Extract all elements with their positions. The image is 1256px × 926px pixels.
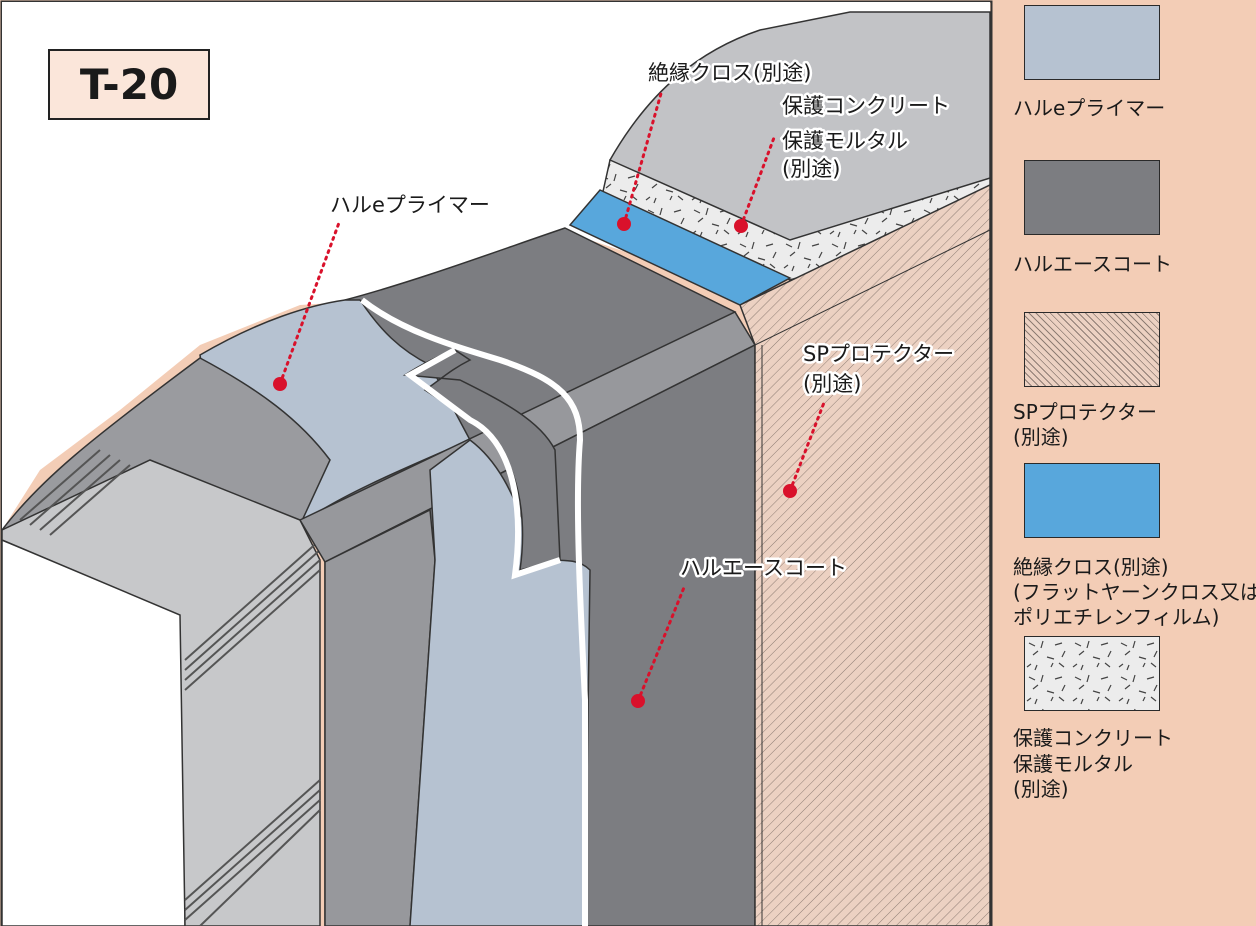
legend-label-primer: ハルeプライマー (1013, 96, 1166, 120)
legend-sub-insulation-cloth: (フラットヤーンクロス又は (1013, 580, 1256, 604)
legend-swatch-ace-coat (1024, 160, 1160, 235)
dot-ace-coat (631, 694, 645, 708)
dot-insulation-cloth (617, 217, 631, 231)
legend-swatch-concrete (1024, 636, 1160, 711)
label-insulation-cloth: 絶縁クロス(別途) (648, 61, 811, 85)
dot-sp-protector (783, 484, 797, 498)
legend-label-ace-coat: ハルエースコート (1013, 252, 1172, 276)
callout-dots (273, 217, 797, 708)
legend-sub-concrete: 保護モルタル (1013, 752, 1133, 776)
diagram-title: T-20 (48, 49, 210, 120)
label-protect-concrete: 保護コンクリート (782, 94, 950, 118)
label-protect-separate: (別途) (782, 157, 840, 181)
legend-label-concrete: 保護コンクリート (1013, 726, 1173, 750)
white-tape-line-2 (404, 347, 561, 580)
label-primer: ハルeプライマー (330, 193, 490, 217)
legend-label-insulation-cloth: 絶縁クロス(別途) (1013, 555, 1169, 579)
label-protect-mortar: 保護モルタル (782, 129, 908, 153)
label-sp-protector: SPプロテクター (803, 342, 954, 366)
legend-label-sp-protector: SPプロテクター (1013, 400, 1157, 424)
label-sp-separate: (別途) (803, 372, 861, 396)
concrete-top-surface (609, 11, 991, 246)
label-ace-coat: ハルエースコート (680, 556, 847, 580)
dot-primer (273, 377, 287, 391)
white-tape-line (360, 297, 588, 926)
legend-sub2-insulation-cloth: ポリエチレンフィルム) (1013, 605, 1220, 629)
protector-edge (754, 229, 991, 346)
legend-swatch-primer (1024, 5, 1160, 80)
dot-protect-concrete (734, 219, 748, 233)
legend-swatch-sp-protector (1024, 312, 1160, 387)
legend-sub2-concrete: (別途) (1013, 777, 1069, 801)
left-stripes (19, 449, 321, 926)
protector-face (739, 183, 991, 926)
left-top-band (0, 357, 331, 531)
legend-swatch-insulation-cloth (1024, 463, 1160, 538)
legend-sub-sp-protector: (別途) (1013, 425, 1069, 449)
legend-concrete-texture (1025, 637, 1159, 710)
callout-lines (278, 88, 827, 703)
